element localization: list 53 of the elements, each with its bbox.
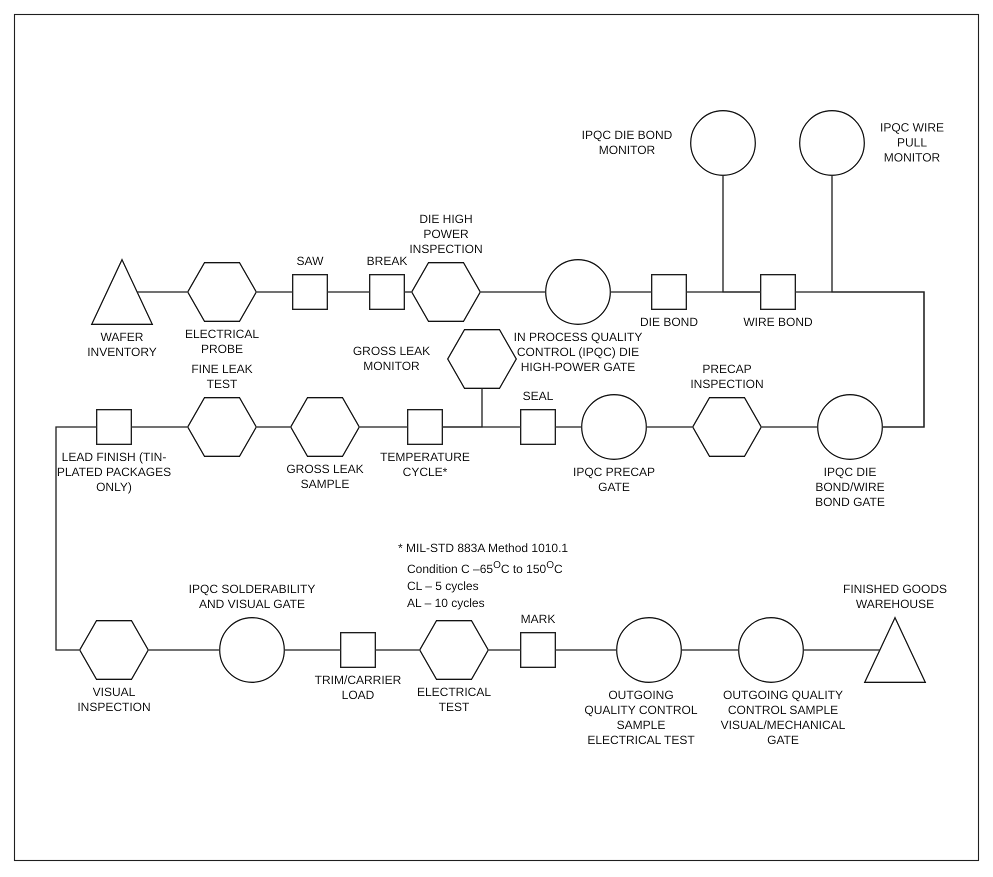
- step-label: FINISHED GOODS WAREHOUSE: [842, 582, 948, 612]
- connector-line: [360, 426, 407, 428]
- connector-line: [132, 426, 187, 428]
- step-label: PRECAP INSPECTION: [689, 362, 765, 392]
- connector-line: [722, 176, 760, 293]
- connector-line: [149, 649, 219, 651]
- step-label: MARK: [520, 612, 556, 627]
- step-label: VISUAL INSPECTION: [76, 685, 152, 715]
- step-label: IPQC WIRE PULL MONITOR: [878, 120, 945, 166]
- connector-line: [55, 426, 96, 651]
- connector-line: [611, 291, 651, 293]
- footnote-text: * MIL-STD 883A Method 1010.1: [398, 540, 568, 557]
- footnote-text: CL – 5 cycles: [406, 578, 479, 595]
- step-label: SAW: [296, 254, 324, 269]
- step-label: IN PROCESS QUALITY CONTROL (IPQC) DIE HIGH-POWER GATE: [513, 330, 643, 375]
- step-label: IPQC SOLDERABILITY AND VISUAL GATE: [188, 582, 316, 612]
- connector-line: [257, 426, 290, 428]
- connector-line: [682, 649, 738, 651]
- step-label: OUTGOING QUALITY CONTROL SAMPLE ELECTRICAL TEST: [583, 688, 699, 748]
- step-label: TRIM/CARRIER LOAD: [314, 673, 402, 703]
- step-label: IPQC DIE BOND MONITOR: [580, 128, 674, 158]
- connector-line: [556, 649, 616, 651]
- step-label: FINE LEAK TEST: [190, 362, 254, 392]
- connector-line: [443, 389, 483, 428]
- step-label: BREAK: [366, 254, 408, 269]
- step-label: IPQC PRECAP GATE: [572, 465, 656, 495]
- step-label: IPQC DIE BOND/WIRE BOND GATE: [814, 465, 886, 510]
- step-label: SEAL: [522, 389, 554, 404]
- connector-line: [257, 291, 292, 293]
- step-label: WIRE BOND: [743, 315, 813, 330]
- connector-line: [762, 426, 817, 428]
- connector-line: [831, 176, 925, 428]
- connector-line: [556, 426, 581, 428]
- step-label: GROSS LEAK MONITOR: [352, 344, 432, 374]
- connector-line: [376, 649, 419, 651]
- step-label: TEMPERATURE CYCLE*: [379, 450, 471, 480]
- step-label: GROSS LEAK SAMPLE: [285, 462, 365, 492]
- connector-line: [285, 649, 340, 651]
- connector-line: [328, 291, 369, 293]
- connector-line: [481, 291, 545, 293]
- connector-line: [489, 649, 520, 651]
- step-label: ELECTRICAL PROBE: [184, 327, 260, 357]
- connector-line: [647, 426, 692, 428]
- step-label: OUTGOING QUALITY CONTROL SAMPLE VISUAL/MECHANICAL GATE: [720, 688, 846, 748]
- step-label: DIE HIGH POWER INSPECTION: [408, 212, 484, 257]
- step-label: WAFER INVENTORY: [86, 330, 158, 360]
- footnote-text: Condition C –65$^{O}$C to 150$^{O}$C: [406, 559, 563, 578]
- step-label: ELECTRICAL TEST: [416, 685, 492, 715]
- step-label: LEAD FINISH (TIN-PLATED PACKAGES ONLY): [56, 450, 172, 495]
- connector-line: [804, 649, 880, 651]
- footnote-text: AL – 10 cycles: [406, 595, 485, 612]
- step-label: DIE BOND: [640, 315, 698, 330]
- connector-line: [138, 291, 187, 293]
